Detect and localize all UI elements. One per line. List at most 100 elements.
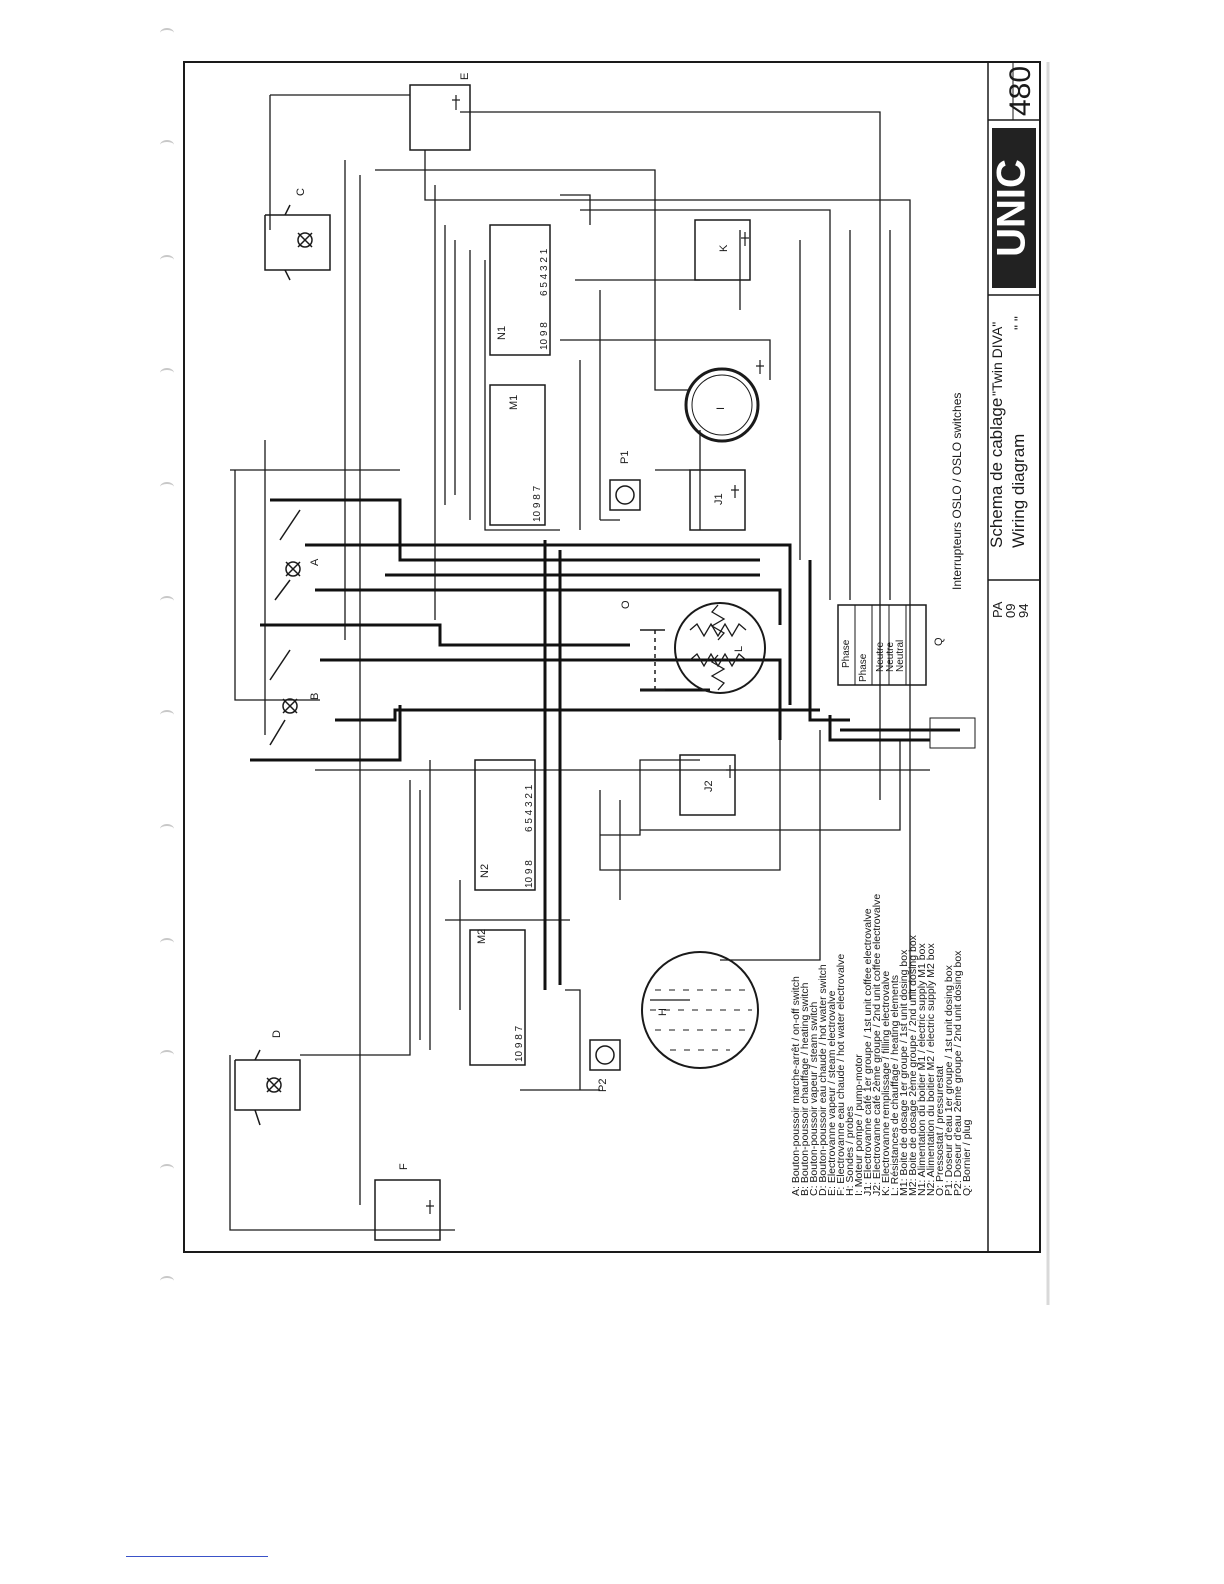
terminal-block (837, 604, 927, 686)
label-j1: J1 (713, 493, 725, 505)
probe-tank (641, 951, 759, 1069)
brand-logo-text: UNIC (990, 159, 1034, 257)
lamp-icon (266, 1077, 282, 1093)
binder-hole (160, 140, 174, 150)
resistor-zigzag (689, 622, 747, 638)
pressostat (640, 629, 665, 691)
pins-n1-top: 6 5 4 3 2 1 (539, 248, 550, 296)
brand-logo (992, 128, 1036, 288)
label-c: C (295, 188, 307, 196)
terminal-neutral: Neutral (895, 640, 906, 672)
label-m1: M1 (508, 395, 520, 410)
legend-item: M2: Boite de dosage 2ème groupe / 2nd un… (907, 934, 919, 1196)
binder-hole (160, 596, 174, 606)
legend-item: B: Bouton-poussoir chauffage / heating s… (799, 982, 811, 1196)
legend-item: P2: Doseur d'eau 2ème groupe / 2nd unit … (952, 950, 964, 1196)
lamp-icon (297, 232, 313, 248)
valve-j2-box (679, 754, 736, 816)
plug (929, 717, 976, 749)
box-m1 (489, 384, 546, 526)
binder-hole (160, 482, 174, 492)
doser-p1-box (609, 479, 641, 511)
label-f: F (398, 1163, 410, 1170)
label-p2: P2 (597, 1079, 609, 1092)
binder-hole (160, 824, 174, 834)
date-day: PA (990, 601, 1005, 618)
switch-d (234, 1049, 301, 1126)
date-year: 94 (1016, 604, 1031, 618)
label-d: D (271, 1030, 283, 1038)
legend-item: N1: Alimentation du boitier M1 / electri… (916, 943, 928, 1196)
ditto-mark: " " (1011, 316, 1027, 330)
label-a: A (309, 558, 321, 566)
switch-b (269, 649, 298, 746)
binder-hole (160, 710, 174, 720)
title-block: UNIC 480 Schema de cablage Wiring diagra… (950, 62, 1040, 1252)
pins-n2-bottom: 10 9 8 (524, 860, 535, 888)
switch-c (264, 204, 331, 281)
legend-item: F: Electrovanne eau chaude / hot water e… (835, 954, 847, 1196)
valve-e-box (409, 84, 471, 151)
legend-item: M1: Boite de dosage 1er groupe / 1st uni… (898, 949, 910, 1196)
terminal-neutre-1: Neutre (875, 642, 886, 672)
legend-item: O: Pressostat / pressurestat (934, 1066, 946, 1196)
model-number: 480 (1004, 66, 1037, 116)
heating-element (674, 602, 766, 694)
binder-hole (160, 938, 174, 948)
machine-name: "Twin DIVA" (989, 322, 1005, 396)
switch-a (274, 509, 301, 601)
label-b: B (309, 693, 321, 700)
box-n1 (489, 224, 551, 356)
valve-f-box (374, 1179, 441, 1241)
legend-item: J1: Electrovanne café 1er groupe / 1st u… (862, 908, 874, 1196)
legend-item: N2: Alimentation du boitier M2 / electri… (925, 943, 937, 1196)
legend-item: E: Electrovanne vapeur / steam electrova… (826, 990, 838, 1196)
label-p1: P1 (619, 451, 631, 464)
legend-item: K: Electrovanne remplissage / filling el… (880, 971, 892, 1196)
legend-item: J2: Electrovanne café 2ème groupe / 2nd … (871, 894, 883, 1196)
legend-item: I: Moteur pompe / pump-motor (853, 1054, 865, 1196)
power-wires (250, 498, 960, 990)
pins-n2-top: 6 5 4 3 2 1 (524, 784, 535, 832)
legend-item: P1: Doseur d'eau 1er groupe / 1st unit d… (943, 964, 955, 1196)
title-french: Schema de cablage (987, 398, 1006, 548)
binder-hole (160, 1276, 174, 1286)
legend-item: A: Bouton-poussoir marche-arrêt / on-off… (790, 976, 802, 1196)
terminal-phase: Phase (841, 639, 852, 668)
label-j2: J2 (703, 780, 715, 792)
legend: A: Bouton-poussoir marche-arrêt / on-off… (790, 894, 973, 1196)
terminal-neutre-2: Neutre (885, 642, 896, 672)
binder-hole (160, 255, 174, 265)
lamp-icon (285, 561, 301, 577)
box-m2 (469, 929, 526, 1066)
legend-item: H: Sondes / probes (844, 1106, 856, 1196)
legend-item: D: Bouton-poussoir eau chaude / hot wate… (817, 964, 829, 1196)
footer-rule (126, 1556, 268, 1557)
valve-j1-box (689, 469, 746, 531)
pins-n1-bottom: 10 9 8 (539, 322, 550, 350)
binder-hole (160, 368, 174, 378)
pins-m1: 10 9 8 7 (532, 485, 543, 522)
thin-wires (229, 94, 930, 1231)
diagram-frame (183, 61, 1041, 1253)
label-i: I (715, 407, 727, 410)
pump-motor (684, 367, 760, 443)
pins-m2: 10 9 8 7 (514, 1025, 525, 1062)
label-h: H (657, 1008, 669, 1016)
legend-item: L: Résistances de chauffage / heating el… (889, 975, 901, 1196)
ground-symbol (426, 95, 764, 1214)
label-m2: M2 (476, 929, 488, 944)
label-l: L (733, 646, 745, 652)
label-n1: N1 (496, 326, 508, 340)
switch-subtitle: Interrupteurs OSLO / OSLO switches (950, 393, 964, 590)
label-q: Q (933, 637, 945, 646)
date-month: 09 (1003, 604, 1018, 618)
label-k: K (718, 244, 730, 252)
binder-hole (160, 1164, 174, 1174)
terminal-phase-2: Phase (858, 653, 869, 682)
doser-p2-box (589, 1039, 621, 1071)
valve-k-box (694, 219, 751, 281)
label-e: E (459, 73, 471, 80)
